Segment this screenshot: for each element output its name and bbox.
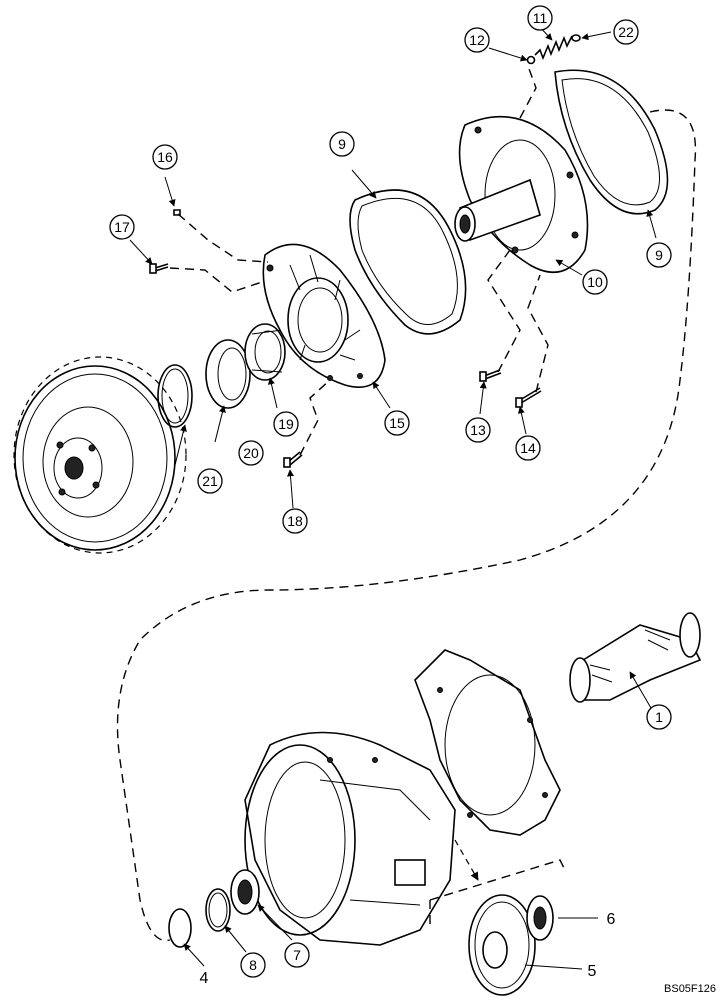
callout-11-label: 11 xyxy=(533,10,548,26)
transmission-housing xyxy=(244,731,456,946)
check-valve-parts xyxy=(526,34,581,65)
callout-11: 11 xyxy=(527,5,553,31)
callout-18-label: 18 xyxy=(287,513,303,529)
callout-9-right-label: 9 xyxy=(655,247,663,263)
callout-19-label: 19 xyxy=(278,416,294,432)
callout-10: 10 xyxy=(582,269,608,295)
callout-12-label: 12 xyxy=(469,32,485,48)
callout-21: 21 xyxy=(197,468,223,494)
callout-13-label: 13 xyxy=(470,422,486,438)
callout-14-label: 14 xyxy=(520,440,536,456)
callout-9-left-label: 9 xyxy=(338,136,346,152)
callout-21-label: 21 xyxy=(202,473,218,489)
callout-9-right: 9 xyxy=(646,242,672,268)
callout-15: 15 xyxy=(384,410,410,436)
gear-bracket xyxy=(429,859,566,925)
callout-9-left: 9 xyxy=(329,131,355,157)
input-shaft-1 xyxy=(569,612,702,703)
callout-16: 16 xyxy=(152,144,178,170)
callout-18: 18 xyxy=(282,508,308,534)
callout-leaders xyxy=(129,23,657,970)
callout-17-label: 17 xyxy=(114,219,130,235)
callout-17: 17 xyxy=(109,214,135,240)
gear-5 xyxy=(468,894,536,996)
callout-8: 8 xyxy=(240,952,266,978)
bearing-7 xyxy=(230,869,260,915)
snap-ring-8 xyxy=(205,888,231,932)
callout-8-label: 8 xyxy=(249,957,257,973)
bearing-cup-20 xyxy=(205,339,251,409)
figure-id: BS05F126 xyxy=(664,983,716,995)
callout-19: 19 xyxy=(273,411,299,437)
gear-arrow xyxy=(454,839,479,881)
callout-22: 22 xyxy=(613,19,639,45)
callout-22-label: 22 xyxy=(618,24,634,40)
torque-converter xyxy=(13,356,187,554)
bearing-6 xyxy=(526,895,554,941)
callout-12: 12 xyxy=(464,27,490,53)
callout-7-label: 7 xyxy=(293,947,301,963)
callout-7: 7 xyxy=(284,942,310,968)
callout-6-label: 6 xyxy=(607,911,616,928)
callout-15-label: 15 xyxy=(389,415,405,431)
callout-20-label: 20 xyxy=(243,445,259,461)
callout-10-label: 10 xyxy=(587,274,603,290)
callout-14: 14 xyxy=(515,435,541,461)
snap-ring-4 xyxy=(168,908,192,948)
callout-5-label: 5 xyxy=(588,963,597,980)
snap-ring-21 xyxy=(157,364,193,428)
stator-support-10 xyxy=(454,115,589,274)
callout-1: 1 xyxy=(646,704,672,730)
callout-1-label: 1 xyxy=(655,709,663,725)
callout-20: 20 xyxy=(238,440,264,466)
bearing-cone-19 xyxy=(244,323,286,381)
gasket-9-left xyxy=(349,189,467,335)
callout-13: 13 xyxy=(465,417,491,443)
callout-4-label: 4 xyxy=(200,970,209,987)
adapter-plate xyxy=(414,649,561,836)
pump-housing-15 xyxy=(262,243,386,388)
callout-16-label: 16 xyxy=(157,149,173,165)
upper-leader-lines xyxy=(116,65,697,942)
gasket-9-right xyxy=(554,69,669,215)
